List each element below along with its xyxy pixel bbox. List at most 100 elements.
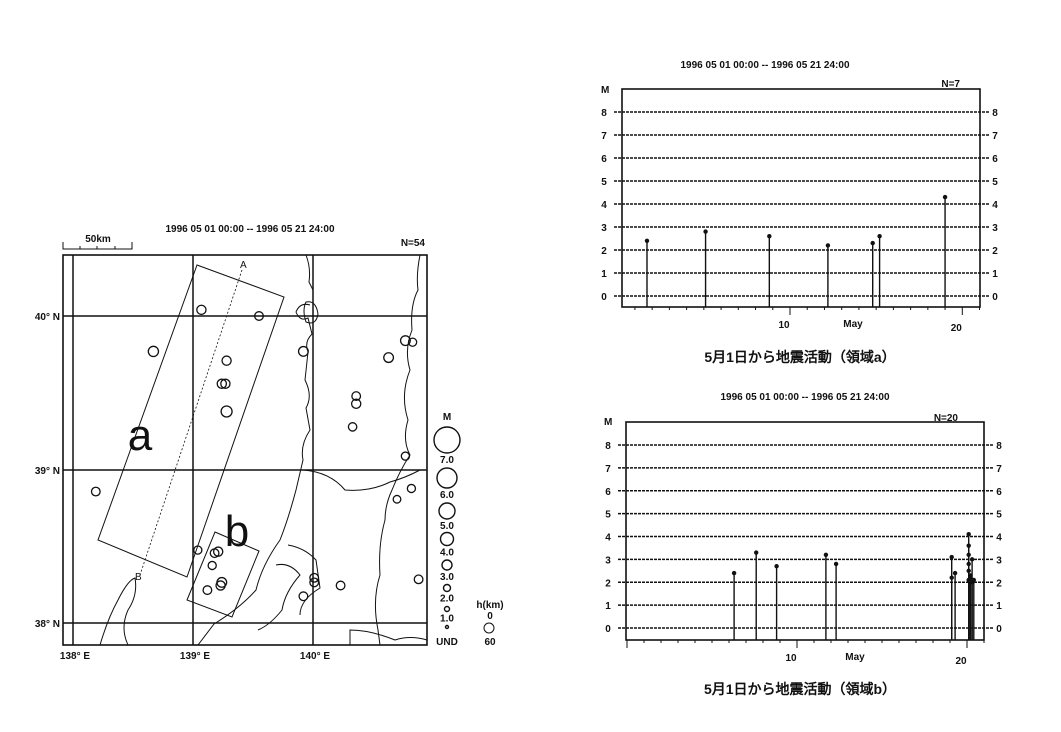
y-tick-right: 7 bbox=[996, 464, 1002, 475]
x-tick-label: 10 bbox=[785, 653, 797, 664]
legend-m-label: 4.0 bbox=[440, 548, 454, 559]
y-tick-right: 1 bbox=[992, 269, 998, 280]
lat-label-38: 38° N bbox=[35, 619, 60, 630]
y-tick-left: 2 bbox=[605, 578, 611, 589]
y-tick-right: 4 bbox=[996, 533, 1002, 544]
lon-label-140: 140° E bbox=[300, 651, 330, 662]
y-tick-left: 5 bbox=[605, 510, 611, 521]
chart-b-xlabel: May bbox=[845, 652, 865, 663]
legend-m-label: 3.0 bbox=[440, 572, 454, 583]
epicenter-marker bbox=[254, 311, 264, 321]
event-point bbox=[966, 561, 971, 567]
chart-b-caption: 5月1日から地震活動（領域b） bbox=[704, 681, 896, 697]
epicenter-marker bbox=[220, 378, 231, 389]
event-point bbox=[971, 577, 976, 583]
section-label-a-end: B bbox=[135, 572, 142, 583]
legend-m-label: 7.0 bbox=[440, 455, 454, 466]
plot-frame bbox=[625, 421, 985, 641]
epicenter-map: 1996 05 01 00:00 -- 1996 05 21 24:00 N=5… bbox=[35, 224, 504, 662]
epicenter-marker bbox=[309, 577, 320, 588]
event-point bbox=[774, 564, 779, 569]
event-point bbox=[969, 557, 975, 562]
y-tick-right: 7 bbox=[992, 131, 998, 142]
legend-m-circle bbox=[442, 583, 452, 593]
epicenter-marker bbox=[400, 451, 411, 461]
chart-region-b: 1996 05 01 00:00 -- 1996 05 21 24:00 N=2… bbox=[604, 392, 1002, 697]
epicenters bbox=[90, 304, 424, 602]
y-tick-right: 6 bbox=[992, 154, 998, 165]
epicenter-marker bbox=[383, 352, 395, 364]
chart-a-period: 1996 05 01 00:00 -- 1996 05 21 24:00 bbox=[680, 60, 849, 71]
event-point bbox=[823, 552, 829, 557]
y-tick-left: 8 bbox=[605, 441, 611, 452]
y-tick-left: 4 bbox=[601, 200, 607, 211]
legend-h-0: 0 bbox=[487, 611, 493, 622]
y-tick-left: 8 bbox=[601, 108, 607, 119]
x-tick-label: 20 bbox=[955, 656, 967, 667]
legend-m-label: 1.0 bbox=[440, 614, 454, 625]
y-tick-right: 5 bbox=[996, 510, 1002, 521]
chart-region-a: 1996 05 01 00:00 -- 1996 05 21 24:00 N=7… bbox=[601, 60, 998, 365]
event-point bbox=[644, 238, 650, 243]
epicenter-marker bbox=[193, 545, 203, 555]
epicenter-marker bbox=[297, 345, 309, 357]
epicenter-marker bbox=[90, 486, 101, 497]
y-tick-left: 3 bbox=[601, 223, 607, 234]
y-tick-left: 7 bbox=[601, 131, 607, 142]
epicenter-marker bbox=[215, 580, 226, 591]
region-a-box: A B a bbox=[97, 260, 285, 583]
y-tick-right: 1 bbox=[996, 601, 1002, 612]
epicenter-marker bbox=[221, 355, 232, 366]
x-tick-label: 10 bbox=[778, 320, 790, 331]
epicenter-marker bbox=[335, 580, 346, 591]
epicenter-marker bbox=[309, 572, 320, 583]
epicenter-marker bbox=[392, 494, 402, 504]
y-tick-left: 6 bbox=[605, 487, 611, 498]
event-point bbox=[825, 243, 831, 248]
y-tick-left: 2 bbox=[601, 246, 607, 257]
legend-m-title: M bbox=[443, 412, 451, 423]
legend-m-label: 6.0 bbox=[440, 490, 454, 501]
legend-h-60-circle bbox=[483, 622, 495, 634]
legend-m-label: 5.0 bbox=[440, 521, 454, 532]
x-tick-label: 20 bbox=[951, 323, 963, 334]
y-tick-left: 4 bbox=[605, 533, 611, 544]
legend-m-circle bbox=[443, 605, 451, 613]
y-tick-left: 7 bbox=[605, 464, 611, 475]
chart-a-ylabel: M bbox=[601, 85, 609, 96]
region-b-box: b bbox=[186, 507, 260, 618]
chart-a-caption: 5月1日から地震活動（領域a） bbox=[704, 349, 895, 365]
legend-m-label: 2.0 bbox=[440, 594, 454, 605]
epicenter-marker bbox=[196, 304, 207, 316]
epicenter-marker bbox=[216, 378, 228, 389]
event-point bbox=[966, 568, 971, 574]
event-point bbox=[966, 532, 971, 537]
y-tick-right: 4 bbox=[992, 200, 998, 211]
region-b-label: b bbox=[225, 507, 249, 556]
y-tick-right: 8 bbox=[996, 441, 1002, 452]
event-point bbox=[966, 543, 971, 548]
y-tick-left: 1 bbox=[605, 601, 611, 612]
y-tick-left: 6 bbox=[601, 154, 607, 165]
y-tick-left: 3 bbox=[605, 555, 611, 566]
legend-h-60: 60 bbox=[484, 637, 496, 648]
epicenter-marker bbox=[399, 335, 411, 347]
y-tick-right: 6 bbox=[996, 487, 1002, 498]
epicenter-marker bbox=[209, 548, 220, 559]
chart-b-ylabel: M bbox=[604, 417, 612, 428]
y-tick-left: 0 bbox=[601, 292, 607, 303]
event-point bbox=[949, 554, 954, 560]
scale-bar: 50km bbox=[62, 234, 133, 250]
chart-a-xlabel: May bbox=[843, 319, 863, 330]
epicenter-marker bbox=[298, 591, 309, 602]
event-point bbox=[966, 552, 971, 557]
legend-m-circle bbox=[438, 502, 456, 520]
legend-m-label: UND bbox=[436, 637, 458, 648]
y-tick-right: 0 bbox=[992, 292, 998, 303]
legend-m-circle bbox=[441, 559, 453, 571]
event-point bbox=[731, 570, 737, 576]
map-period: 1996 05 01 00:00 -- 1996 05 21 24:00 bbox=[165, 224, 334, 235]
epicenter-marker bbox=[220, 405, 233, 418]
epicenter-marker bbox=[147, 345, 160, 358]
